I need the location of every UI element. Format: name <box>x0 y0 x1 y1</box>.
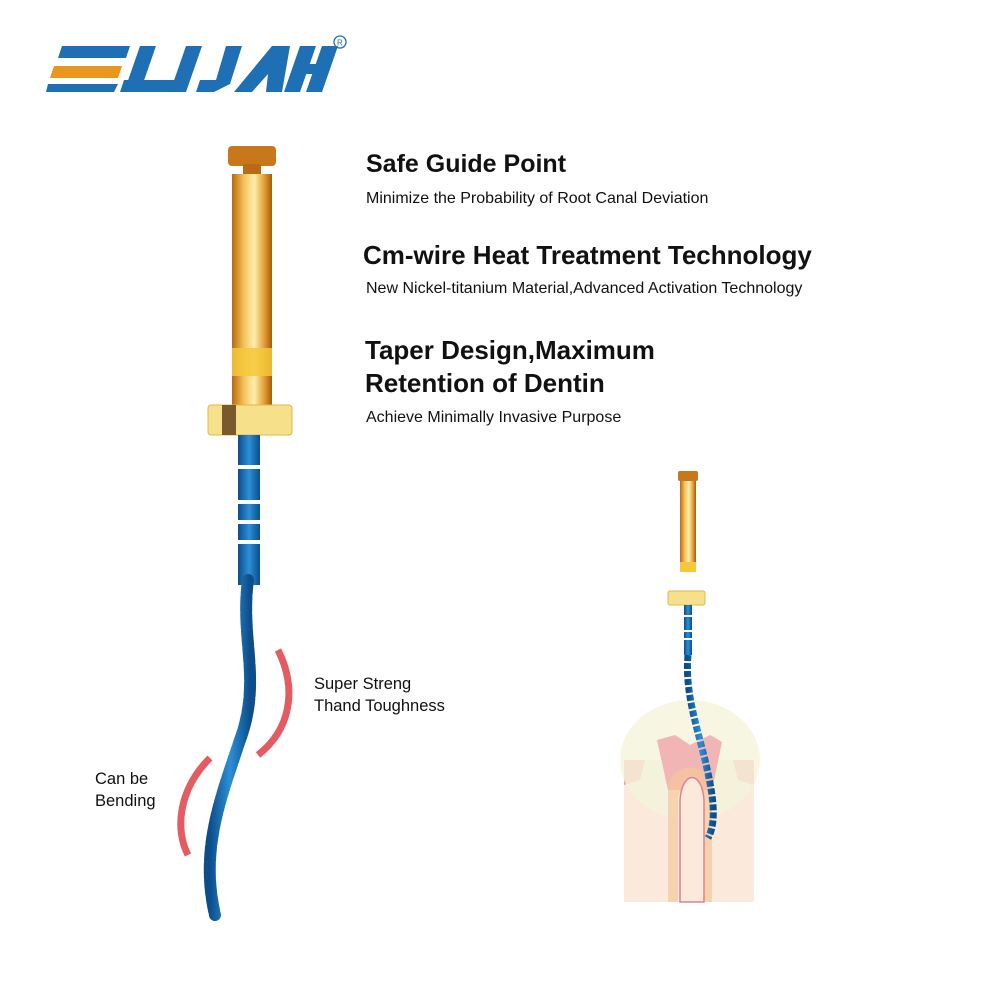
strength-label-line2: Thand Toughness <box>314 697 445 715</box>
bending-label-line2: Bending <box>95 792 156 810</box>
svg-text:R: R <box>337 39 343 48</box>
bending-label-line1: Can be <box>95 770 149 788</box>
feature-2-subtitle: New Nickel-titanium Material,Advanced Ac… <box>366 280 803 297</box>
tooth-illustration <box>620 700 760 903</box>
feature-3-title-line1: Taper Design,Maximum <box>365 335 655 365</box>
strength-label-line1: Super Streng <box>314 675 412 693</box>
feature-3-title-line2: Retention of Dentin <box>365 368 605 398</box>
brand-logo: R <box>46 35 347 92</box>
strength-arc <box>255 648 293 758</box>
feature-3-subtitle: Achieve Minimally Invasive Purpose <box>366 409 622 426</box>
endodontic-file-main <box>203 146 293 921</box>
endodontic-file-small <box>667 471 717 840</box>
feature-2-title: Cm-wire Heat Treatment Technology <box>363 240 812 270</box>
feature-1-title: Safe Guide Point <box>366 150 567 178</box>
bending-arc <box>177 755 213 857</box>
feature-1-subtitle: Minimize the Probability of Root Canal D… <box>366 190 709 207</box>
